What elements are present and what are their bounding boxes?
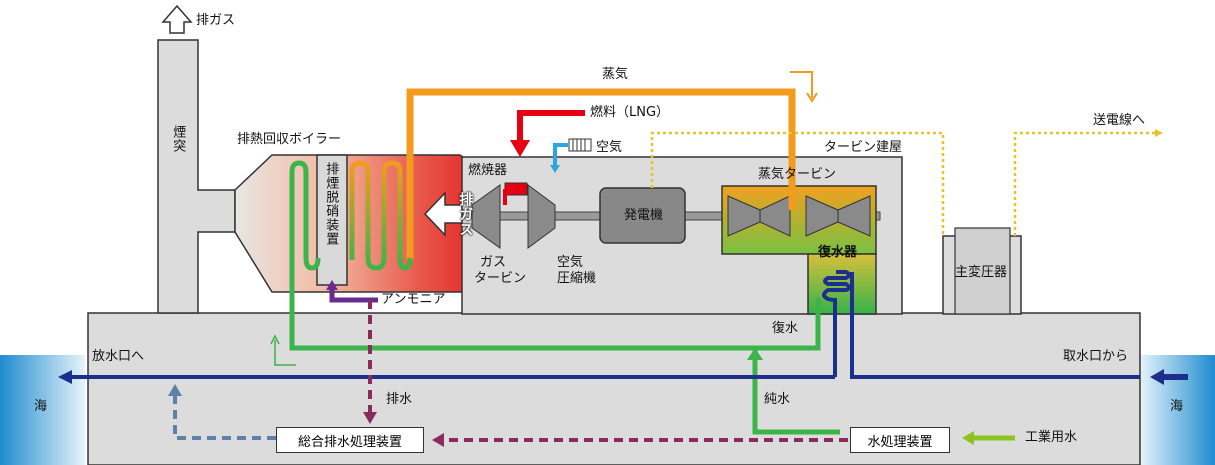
- condenser-label: 復水器: [818, 245, 858, 260]
- to-outlet-label: 放水口へ: [92, 349, 145, 364]
- fuel-label: 燃料（LNG）: [590, 105, 670, 120]
- condensate-pipe: [289, 298, 821, 351]
- steam-legend-arrowhead: [806, 92, 818, 103]
- treated-water-line: [173, 390, 276, 440]
- industrial-water-label: 工業用水: [1025, 430, 1078, 445]
- combustor: [504, 182, 528, 196]
- from-intake-label: 取水口から: [1063, 349, 1129, 364]
- main-transformer-label: 主変圧器: [955, 265, 1008, 280]
- denox-unit: [316, 154, 348, 286]
- air-intake-grid: [568, 138, 592, 152]
- compressor-label-1: 空気: [557, 255, 584, 270]
- generator-box: [599, 187, 686, 244]
- fuel-pipe: [517, 110, 585, 145]
- transmission-label: 送電線へ: [1093, 113, 1146, 128]
- chimney-shape: [157, 39, 236, 314]
- pure-water-arrowhead: [747, 348, 763, 360]
- transmission-wire: [1013, 131, 1158, 236]
- steam-turbine-label: 蒸気タービン: [758, 167, 837, 182]
- hrsg-coil-right: [349, 160, 413, 271]
- generator-label: 発電機: [624, 208, 664, 223]
- cooling-water-in: [850, 272, 1140, 379]
- steam-label: 蒸気: [602, 67, 629, 82]
- hrsg-coil: [289, 160, 321, 345]
- chimney-label: 煙突: [170, 125, 186, 153]
- ground-slab: [87, 312, 1141, 465]
- condenser-coil: [822, 270, 851, 377]
- gas-turbine-label-2: タービン: [474, 271, 527, 286]
- steam-turbine-blades: [727, 195, 871, 237]
- gen-wire: [650, 131, 945, 236]
- condensate-label: 復水: [772, 321, 799, 336]
- compressor-label-2: 圧縮機: [557, 271, 597, 286]
- transformer-inner: [954, 227, 1011, 315]
- denox-label: 排煙脱硝装置: [323, 162, 339, 246]
- sea-left-label: 海: [34, 399, 48, 414]
- compressor-blades: [527, 184, 556, 249]
- drain-label: 排水: [386, 392, 413, 407]
- sea-right-label: 海: [1170, 399, 1184, 414]
- air-label: 空気: [596, 140, 623, 155]
- gas-turbine-blades: [471, 184, 501, 249]
- small-green-arrow: [274, 340, 296, 366]
- turbine-building-label: タービン建屋: [824, 140, 903, 155]
- sea-right: [1140, 355, 1215, 465]
- steam-pipe: [406, 88, 796, 260]
- combustor-label: 燃焼器: [468, 163, 508, 178]
- gas-turbine-label-1: ガス: [480, 255, 507, 270]
- ammonia-label: アンモニア: [381, 292, 446, 307]
- steam-legend-arrow: [790, 71, 813, 98]
- exhaust-gas-label: 排ガス: [457, 192, 474, 237]
- pure-water-label: 純水: [764, 392, 791, 407]
- outlet-arrowhead: [58, 370, 72, 384]
- water-treatment-box: 水処理装置: [850, 427, 950, 453]
- exhaust-top-label: 排ガス: [196, 13, 236, 28]
- exhaust-up-arrow: [161, 4, 193, 34]
- hrsg-label: 排熱回収ボイラー: [237, 132, 342, 147]
- air-pipe: [553, 143, 568, 168]
- wastewater-treatment-box: 総合排水処理装置: [276, 427, 424, 453]
